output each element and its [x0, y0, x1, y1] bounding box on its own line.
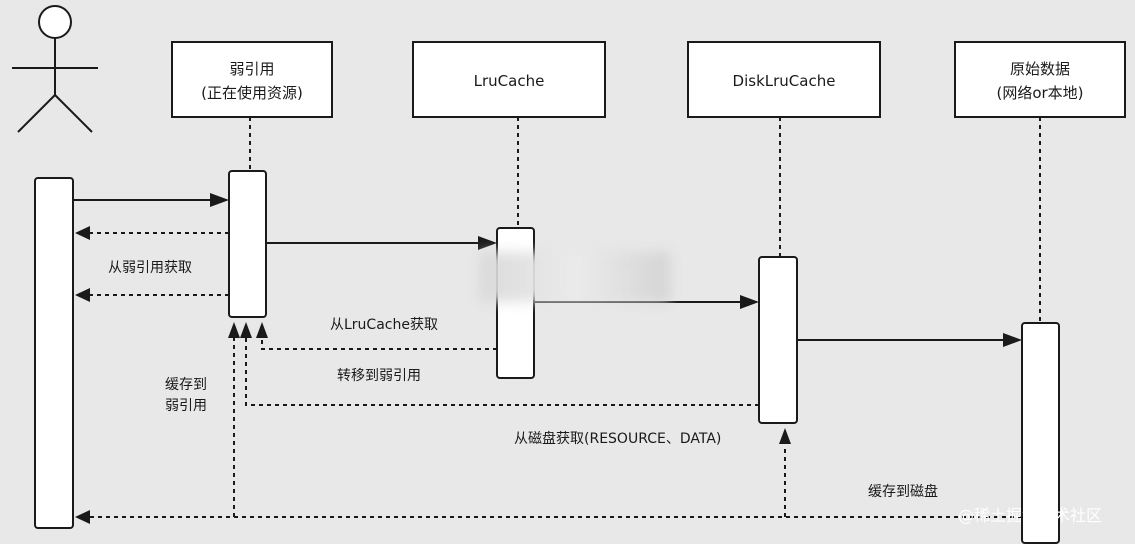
- arrowhead-to-weak-ref: [210, 193, 229, 207]
- arrowhead-to-lru: [478, 236, 497, 250]
- weak-ref-subtitle: (正在使用资源): [201, 84, 303, 102]
- activation-weak-ref: [228, 170, 267, 318]
- participant-lru-cache: LruCache: [412, 41, 606, 118]
- source-subtitle: (网络or本地): [996, 84, 1083, 102]
- participant-source: 原始数据 (网络or本地): [954, 41, 1126, 118]
- label-cache-to-weak-line1: 缓存到: [165, 377, 207, 393]
- weak-ref-title: 弱引用: [229, 60, 274, 78]
- actor-right-leg: [54, 94, 93, 133]
- arrowhead-up-disk: [779, 428, 791, 444]
- label-from-lru: 从LruCache获取: [330, 317, 438, 333]
- participant-disk-lru-cache: DiskLruCache: [687, 41, 881, 118]
- activation-disk-lru-cache: [758, 256, 798, 424]
- actor-figure: [12, 5, 98, 133]
- arrowhead-up-3: [256, 322, 268, 338]
- blurred-label: [480, 252, 670, 302]
- label-cache-to-disk: 缓存到磁盘: [868, 483, 938, 500]
- return-disk-to-weak-ref: [245, 336, 759, 406]
- activation-lru-cache: [496, 227, 535, 379]
- label-cache-to-weak-line2: 弱引用: [165, 398, 207, 414]
- activation-source: [1021, 322, 1060, 544]
- arrowhead-to-source: [1003, 333, 1022, 347]
- actor-head: [38, 5, 72, 39]
- arrowhead-up-1: [228, 322, 240, 338]
- disk-lru-cache-title: DiskLruCache: [733, 72, 836, 90]
- arrowhead-to-disk: [740, 295, 759, 309]
- label-from-disk: 从磁盘获取(RESOURCE、DATA): [514, 430, 721, 447]
- arrowhead-return-user-2: [75, 288, 90, 302]
- watermark: @稀土掘金技术社区: [958, 506, 1102, 525]
- lru-cache-title: LruCache: [474, 72, 545, 90]
- label-move-to-weak: 转移到弱引用: [337, 368, 421, 384]
- actor-left-leg: [17, 94, 56, 133]
- arrowhead-return-user-3: [75, 510, 90, 524]
- participant-weak-ref: 弱引用 (正在使用资源): [171, 41, 333, 118]
- return-lru-to-weak-ref: [261, 336, 497, 350]
- source-title: 原始数据: [1010, 60, 1070, 78]
- arrowhead-up-2: [240, 322, 252, 338]
- arrowhead-return-user-1: [75, 226, 90, 240]
- activation-user: [34, 177, 74, 529]
- label-from-weak-ref: 从弱引用获取: [108, 260, 192, 276]
